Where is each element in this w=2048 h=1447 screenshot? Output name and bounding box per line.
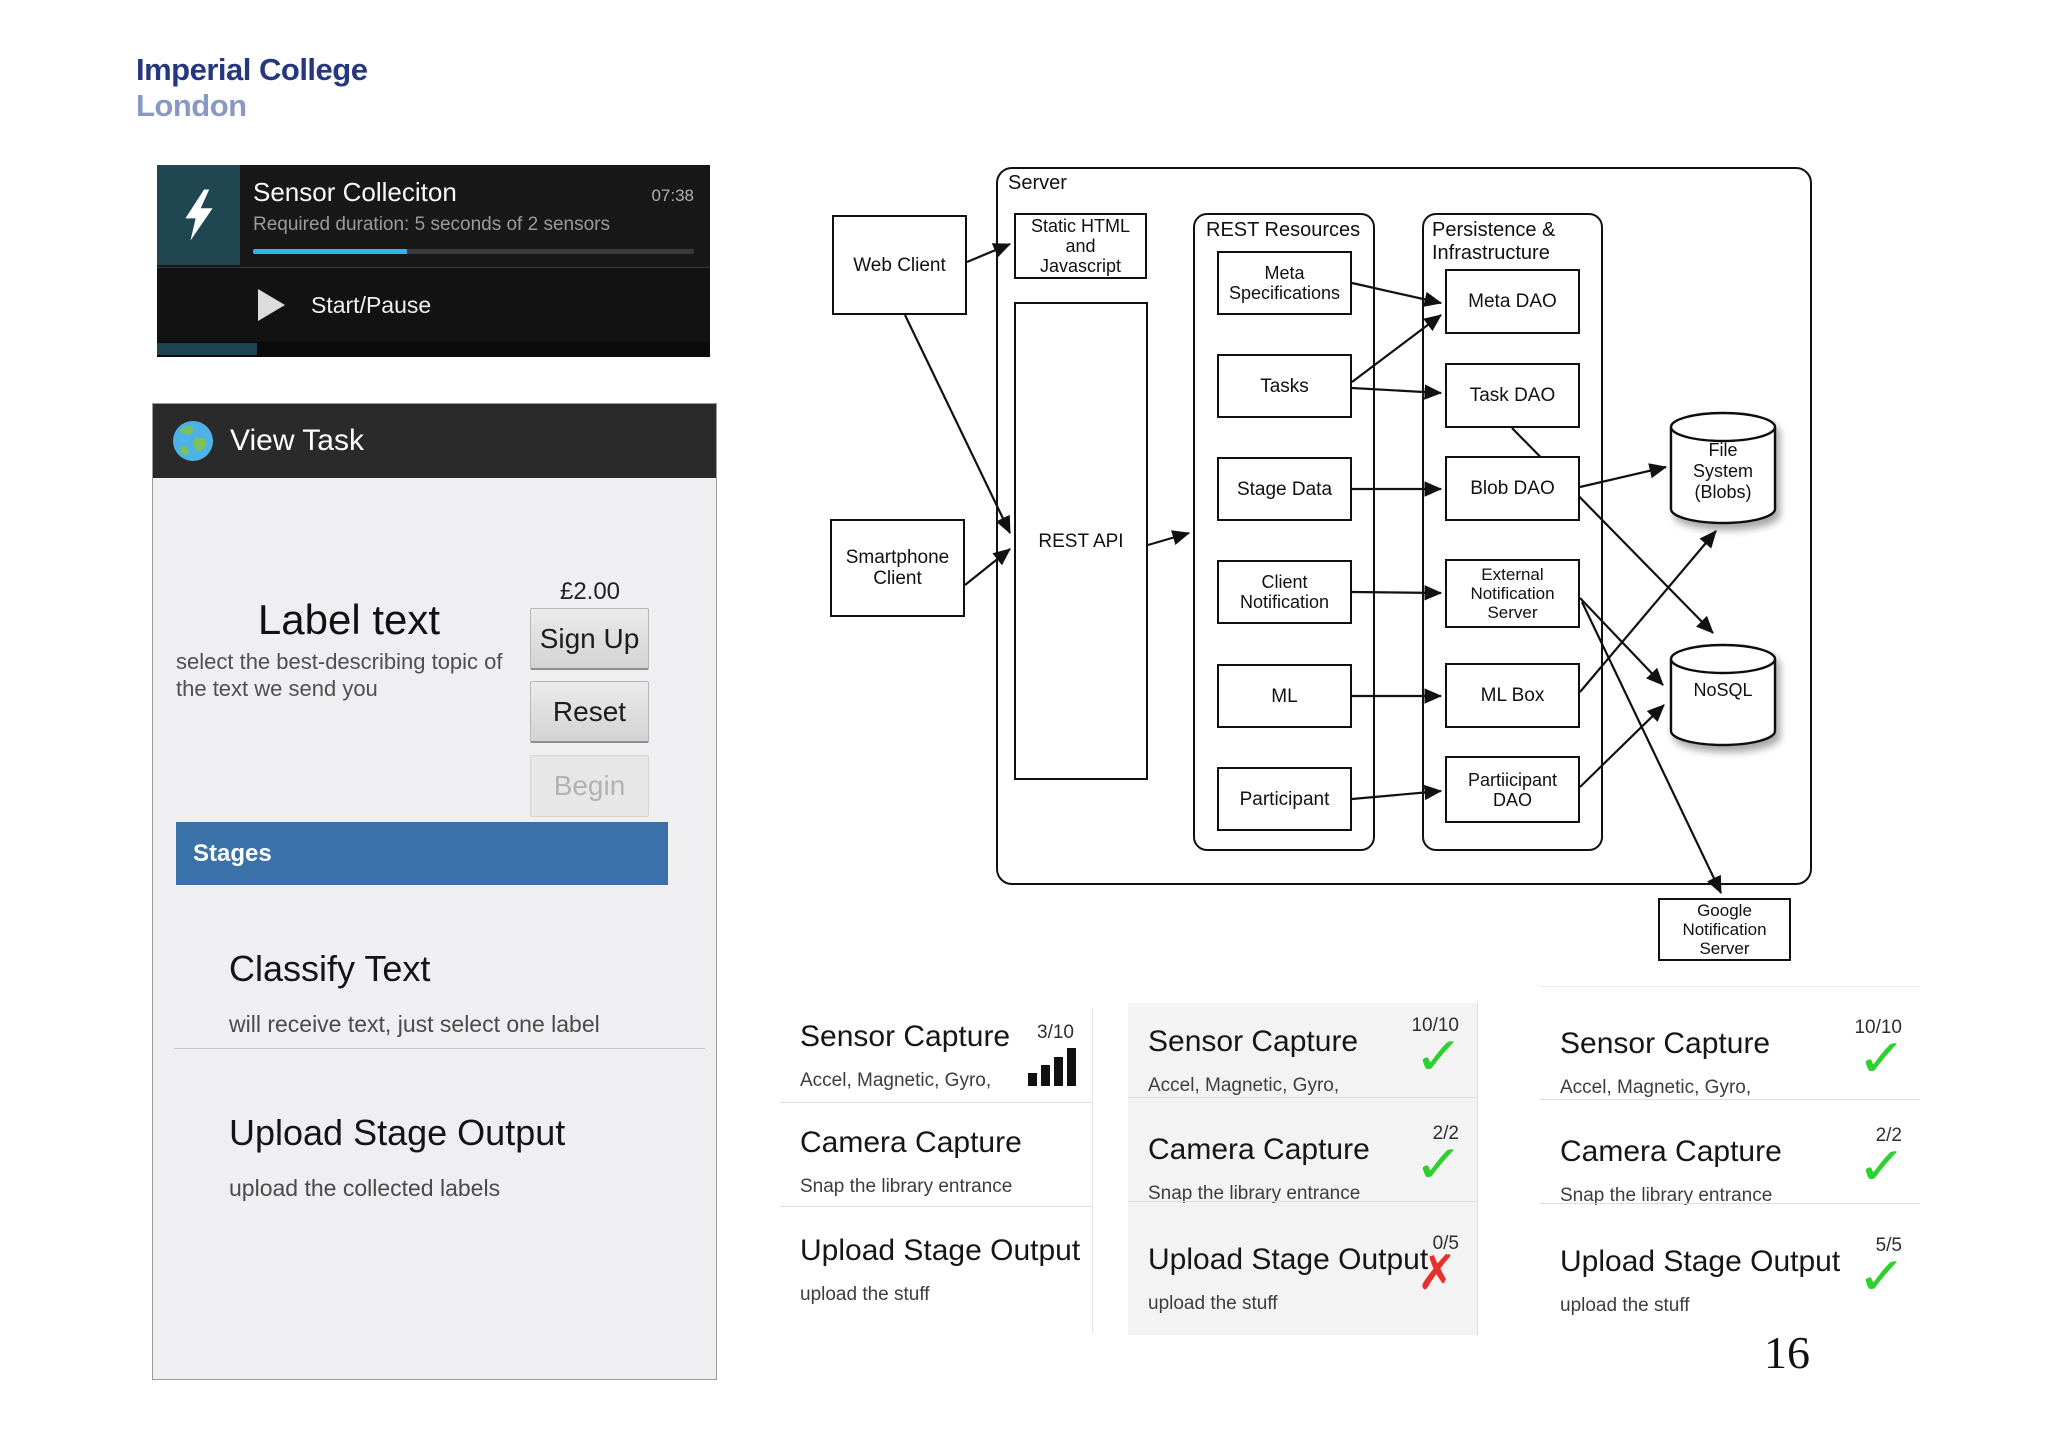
row-title: Sensor Capture xyxy=(1560,1027,1771,1060)
check-icon: ✓ xyxy=(1857,1138,1908,1196)
notification-footer xyxy=(157,342,710,357)
task-panel-2: Sensor Capture Accel, Magnetic, Gyro, 10… xyxy=(1128,1003,1478,1335)
row-status: 2/2 xyxy=(1875,1125,1902,1146)
sensor-collection-notification: Sensor Colleciton 07:38 Required duratio… xyxy=(157,165,710,357)
cross-icon: ✗ xyxy=(1416,1247,1457,1300)
row-status: 0/5 xyxy=(1432,1233,1459,1254)
notification-title: Sensor Colleciton xyxy=(253,177,457,207)
row-subtitle: Accel, Magnetic, Gyro, xyxy=(1148,1075,1340,1096)
server-label: Server xyxy=(1008,172,1067,194)
row-status: 3/10 xyxy=(1037,1022,1074,1043)
page-number: 16 xyxy=(1764,1327,1810,1378)
stage-name: Classify Text xyxy=(229,948,431,989)
row-subtitle: upload the stuff xyxy=(800,1284,930,1305)
divider xyxy=(780,1102,1092,1103)
participant-dao-node: Partiicipant DAO xyxy=(1445,756,1580,823)
row-subtitle: upload the stuff xyxy=(1148,1293,1278,1314)
view-task-screen: View Task Label text select the best-des… xyxy=(152,403,717,1380)
tasks-node: Tasks xyxy=(1217,354,1352,418)
nosql-label: NoSQL xyxy=(1693,680,1753,700)
reset-button[interactable]: Reset xyxy=(530,681,649,743)
row-title: Sensor Capture xyxy=(1148,1025,1359,1058)
row-title: Camera Capture xyxy=(800,1126,1022,1159)
rest-api-node: REST API xyxy=(1014,302,1148,780)
stage-name: Upload Stage Output xyxy=(229,1112,566,1153)
logo-line2: London xyxy=(136,88,247,123)
smartphone-client-node: Smartphone Client xyxy=(830,519,965,617)
stages-header: Stages xyxy=(176,822,668,885)
persistence-label: Persistence & Infrastructure xyxy=(1432,219,1556,264)
notification-time: 07:38 xyxy=(651,186,694,205)
progress-fill xyxy=(253,249,408,254)
google-notification-server-node: Google Notification Server xyxy=(1658,898,1791,961)
view-task-title: View Task xyxy=(230,424,364,457)
divider xyxy=(174,1048,705,1049)
row-subtitle: Accel, Magnetic, Gyro, xyxy=(800,1070,992,1091)
row-subtitle: Snap the library entrance xyxy=(800,1176,1013,1197)
next-notification-peek xyxy=(157,343,257,355)
rest-resources-label: REST Resources xyxy=(1206,219,1361,241)
meta-specifications-node: Meta Specifications xyxy=(1217,251,1352,315)
imperial-college-logo: Imperial College London xyxy=(136,52,368,124)
web-client-node: Web Client xyxy=(832,215,967,315)
stage-desc: upload the collected labels xyxy=(229,1175,501,1201)
external-notification-server-node: External Notification Server xyxy=(1445,559,1580,628)
divider xyxy=(1540,1203,1920,1204)
rest-resources-container xyxy=(1193,213,1375,851)
sign-up-button[interactable]: Sign Up xyxy=(530,608,649,670)
row-subtitle: upload the stuff xyxy=(1560,1295,1690,1316)
row-status: 10/10 xyxy=(1411,1015,1459,1036)
lightning-bolt-icon xyxy=(157,165,240,265)
row-title: Camera Capture xyxy=(1560,1135,1782,1168)
check-icon: ✓ xyxy=(1857,1248,1908,1306)
check-icon: ✓ xyxy=(1414,1136,1465,1194)
row-status: 5/5 xyxy=(1875,1235,1902,1256)
row-subtitle: Snap the library entrance xyxy=(1148,1183,1361,1204)
progress-bar xyxy=(253,249,694,254)
task-panel-3: Sensor Capture Accel, Magnetic, Gyro, 10… xyxy=(1540,986,1920,1347)
signal-bars-icon xyxy=(1024,1048,1076,1086)
ml-box-node: ML Box xyxy=(1445,663,1580,728)
globe-icon xyxy=(173,421,213,461)
static-html-node: Static HTML and Javascript xyxy=(1014,213,1147,279)
row-title: Upload Stage Output xyxy=(800,1234,1081,1267)
row-subtitle: Accel, Magnetic, Gyro, xyxy=(1560,1077,1752,1098)
check-icon: ✓ xyxy=(1857,1030,1908,1088)
view-task-header: View Task xyxy=(153,404,716,478)
task-heading: Label text xyxy=(257,596,441,643)
client-notification-node: Client Notification xyxy=(1217,560,1352,624)
divider xyxy=(1128,1201,1477,1202)
task-price: £2.00 xyxy=(559,578,621,605)
logo-line1: Imperial College xyxy=(136,52,368,87)
task-dao-node: Task DAO xyxy=(1445,363,1580,428)
blob-dao-node: Blob DAO xyxy=(1445,456,1580,521)
task-panel-1: Sensor Capture Accel, Magnetic, Gyro, 3/… xyxy=(780,1008,1093,1334)
play-icon xyxy=(258,289,285,321)
file-system-label: File System (Blobs) xyxy=(1692,440,1753,502)
meta-dao-node: Meta DAO xyxy=(1445,269,1580,334)
divider xyxy=(780,1206,1092,1207)
notification-detail: Required duration: 5 seconds of 2 sensor… xyxy=(253,214,610,235)
ml-node: ML xyxy=(1217,664,1352,728)
divider xyxy=(1540,1099,1920,1100)
notification-header: Sensor Colleciton 07:38 Required duratio… xyxy=(157,165,710,267)
row-title: Sensor Capture xyxy=(800,1020,1011,1053)
row-title: Upload Stage Output xyxy=(1148,1243,1429,1276)
row-status: 2/2 xyxy=(1432,1123,1459,1144)
start-pause-button[interactable]: Start/Pause xyxy=(157,267,710,342)
start-pause-label: Start/Pause xyxy=(311,291,432,318)
row-title: Upload Stage Output xyxy=(1560,1245,1841,1278)
row-status: 10/10 xyxy=(1854,1017,1902,1038)
row-title: Camera Capture xyxy=(1148,1133,1370,1166)
divider xyxy=(1128,1097,1477,1098)
participant-node: Participant xyxy=(1217,767,1352,831)
task-description: select the best-describing topic of the … xyxy=(176,649,503,701)
stage-data-node: Stage Data xyxy=(1217,457,1352,521)
row-subtitle: Snap the library entrance xyxy=(1560,1185,1773,1206)
check-icon: ✓ xyxy=(1414,1028,1465,1086)
begin-button[interactable]: Begin xyxy=(530,755,649,817)
stage-desc: will receive text, just select one label xyxy=(229,1011,600,1037)
